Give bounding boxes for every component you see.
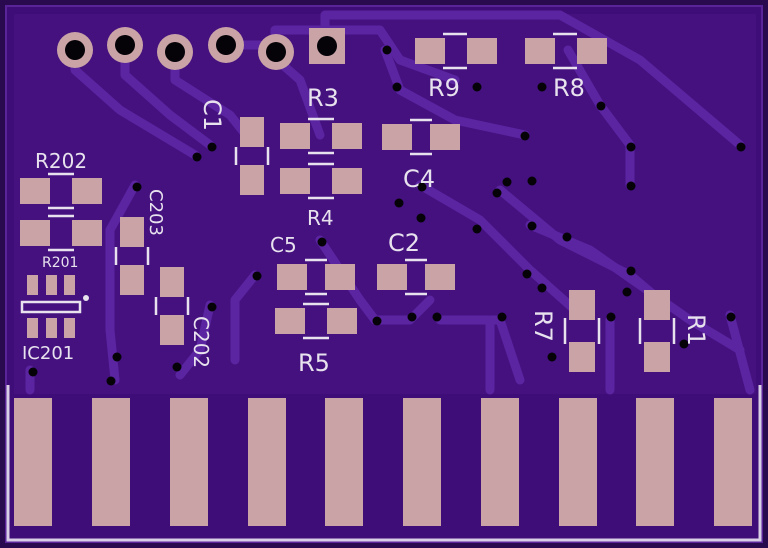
label-c202: C202 xyxy=(189,316,213,368)
label-r3: R3 xyxy=(307,84,339,112)
edge-finger-3 xyxy=(170,398,208,526)
edge-connector xyxy=(14,398,752,526)
label-c203: C203 xyxy=(145,189,166,236)
header-pins xyxy=(57,27,345,70)
label-r5: R5 xyxy=(298,349,330,377)
edge-finger-8 xyxy=(559,398,597,526)
edge-finger-1 xyxy=(14,398,52,526)
label-r201: R201 xyxy=(42,255,78,271)
copper-pour-inner xyxy=(14,14,756,394)
label-c2: C2 xyxy=(388,229,420,257)
smd-pads xyxy=(20,38,670,372)
edge-connector-outline xyxy=(6,385,762,542)
edge-finger-5 xyxy=(325,398,363,526)
edge-finger-7 xyxy=(481,398,519,526)
label-ic201: IC201 xyxy=(22,343,74,364)
ic-pin1-marker xyxy=(83,295,89,301)
label-r7: R7 xyxy=(529,310,557,342)
label-r202: R202 xyxy=(35,149,87,173)
label-r4: R4 xyxy=(307,206,334,230)
edge-finger-10 xyxy=(714,398,752,526)
label-r8: R8 xyxy=(553,74,585,102)
silkscreen xyxy=(20,32,676,344)
label-r1: R1 xyxy=(682,314,710,346)
edge-finger-4 xyxy=(248,398,286,526)
edge-finger-9 xyxy=(636,398,674,526)
vias xyxy=(28,45,746,386)
edge-finger-2 xyxy=(92,398,130,526)
label-c4: C4 xyxy=(403,165,435,193)
edge-finger-6 xyxy=(403,398,441,526)
label-c1: C1 xyxy=(198,99,226,131)
label-c5: C5 xyxy=(270,233,297,257)
component-labels: R9 R8 R3 C1 C4 R4 R202 C203 R201 C5 C2 I… xyxy=(22,74,710,377)
label-r9: R9 xyxy=(428,74,460,102)
